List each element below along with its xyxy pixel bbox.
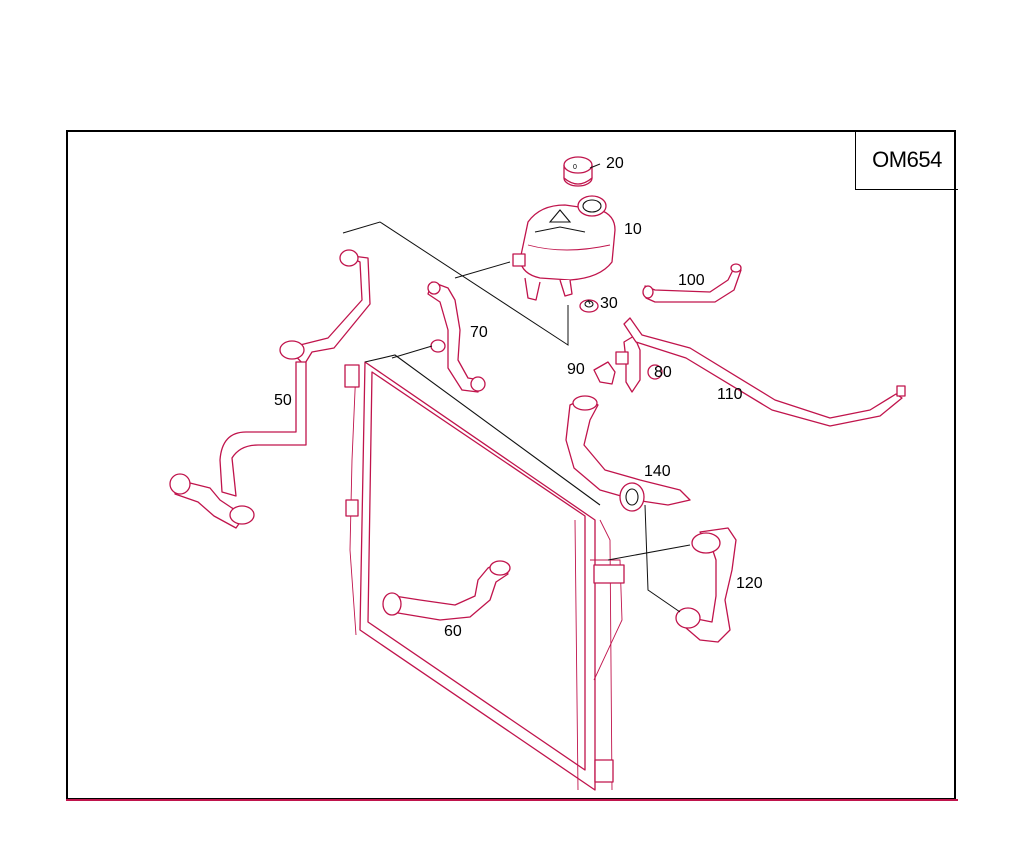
part-label-90: 90 [567, 361, 585, 378]
part-label-140: 140 [644, 463, 671, 480]
part-label-100: 100 [678, 272, 705, 289]
expansion-tank[interactable] [512, 195, 616, 301]
part-label-50: 50 [274, 392, 292, 409]
part-label-70: 70 [470, 324, 488, 341]
part-label-110: 110 [717, 386, 743, 403]
part-label-80: 80 [654, 364, 672, 381]
pipe-140[interactable] [565, 395, 691, 512]
hose-100[interactable] [642, 263, 742, 303]
hose-120[interactable] [675, 527, 737, 643]
part-label-120: 120 [736, 575, 763, 592]
hose-50[interactable] [169, 249, 371, 529]
engine-code-box: OM654 [855, 130, 958, 190]
leader-lines [342, 163, 691, 613]
valve-80[interactable] [615, 335, 663, 393]
line-110[interactable] [623, 317, 906, 427]
part-label-60: 60 [444, 623, 462, 640]
part-label-20: 20 [606, 155, 624, 172]
part-label-10: 10 [624, 221, 642, 238]
filler-cap[interactable]: 0 [563, 156, 593, 187]
frame-bottom-edge [66, 799, 958, 801]
part-label-30: 30 [600, 295, 618, 312]
engine-code: OM654 [872, 146, 942, 172]
grommet[interactable] [579, 299, 599, 313]
svg-text:0: 0 [573, 164, 577, 171]
radiator[interactable] [344, 354, 625, 791]
pipe-70[interactable] [427, 281, 486, 393]
bracket-90[interactable] [593, 361, 616, 385]
hose-60[interactable] [382, 560, 511, 621]
